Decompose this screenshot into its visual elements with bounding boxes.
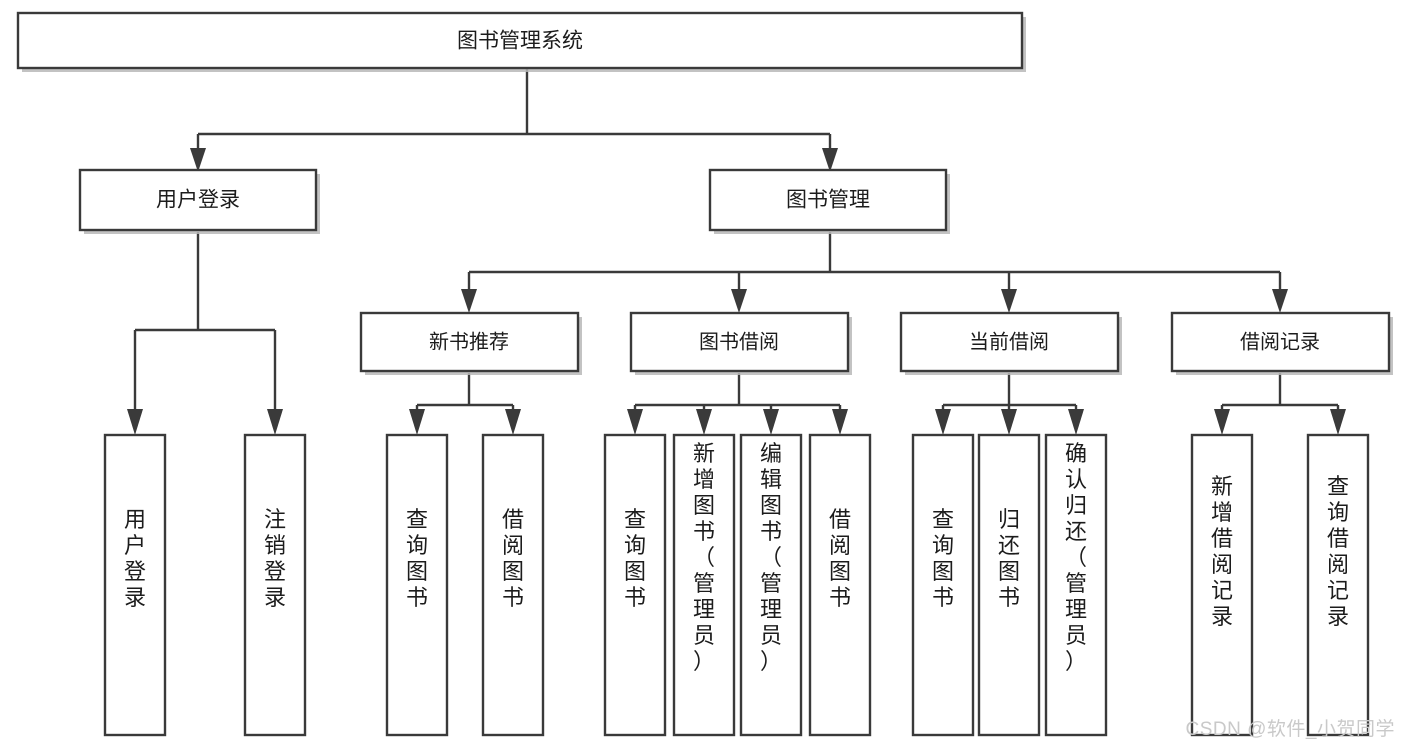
leaf-user-login-1-box <box>103 433 167 737</box>
leaf-current-borrow-3[interactable]: 确认归还（管理员） <box>1044 433 1108 737</box>
arrow-head-l3-3 <box>1001 289 1017 313</box>
leaf-user-login-2[interactable]: 注销登录 <box>243 433 307 737</box>
leaf-current-borrow-2[interactable]: 归还图书 <box>977 433 1041 737</box>
leaf-current-borrow-1-label: 查询图书 <box>932 507 954 610</box>
node-user-login-label: 用户登录 <box>156 189 240 212</box>
arrow-head-leaf-bookborrow-4 <box>832 409 848 435</box>
arrow-head-leaf-currentborrow-1 <box>935 409 951 435</box>
node-book-management-label: 图书管理 <box>786 189 870 212</box>
csdn-watermark: CSDN @软件_小贺同学 <box>1185 719 1395 740</box>
node-book-management-box <box>708 168 948 232</box>
arrow-head-leaf-userlogin-1 <box>127 409 143 435</box>
node-borrow-record-label: 借阅记录 <box>1240 330 1320 353</box>
leaf-current-borrow-2-label: 归还图书 <box>998 507 1020 610</box>
arrow-head-l3-2 <box>731 289 747 313</box>
leaf-borrow-record-2-box <box>1306 433 1370 737</box>
leaf-current-borrow-3-box <box>1044 433 1108 737</box>
node-current-borrow-box <box>899 311 1120 373</box>
leaf-new-book-2[interactable]: 借阅图书 <box>481 433 545 737</box>
arrow-head-l3-4 <box>1272 289 1288 313</box>
leaf-borrow-record-1-label: 新增借阅记录 <box>1211 474 1233 629</box>
leaf-book-borrow-2[interactable]: 新增图书（管理员） <box>672 433 736 737</box>
arrow-head-leaf-bookborrow-3 <box>763 409 779 435</box>
leaf-new-book-2-box <box>481 433 545 737</box>
arrow-head-leaf-newbook-2 <box>505 409 521 435</box>
arrow-head-l2-2 <box>822 148 838 172</box>
arrow-head-leaf-userlogin-2 <box>267 409 283 435</box>
leaf-book-borrow-1[interactable]: 查询图书 <box>603 433 667 737</box>
node-user-login-box <box>78 168 318 232</box>
node-root[interactable]: 图书管理系统 <box>16 11 1026 72</box>
leaf-book-borrow-3-label: 编辑图书（管理员） <box>760 441 782 674</box>
arrow-head-leaf-bookborrow-2 <box>696 409 712 435</box>
node-new-book-recommend-label: 新书推荐 <box>429 330 509 353</box>
leaf-borrow-record-2-label: 查询借阅记录 <box>1327 474 1349 629</box>
node-new-book-recommend-box <box>359 311 580 373</box>
leaf-user-login-2-box <box>243 433 307 737</box>
node-book-borrow-box <box>629 311 850 373</box>
arrow-head-leaf-newbook-1 <box>409 409 425 435</box>
leaf-new-book-1-box <box>385 433 449 737</box>
leaf-book-borrow-2-label: 新增图书（管理员） <box>693 441 715 674</box>
leaf-user-login-2-label: 注销登录 <box>264 507 286 610</box>
arrow-head-leaf-borrowrecord-2 <box>1330 409 1346 435</box>
leaf-new-book-2-label: 借阅图书 <box>502 507 524 610</box>
node-borrow-record[interactable]: 借阅记录 <box>1170 311 1393 375</box>
leaf-new-book-1[interactable]: 查询图书 <box>385 433 449 737</box>
node-user-login[interactable]: 用户登录 <box>78 168 320 234</box>
arrow-head-leaf-bookborrow-1 <box>627 409 643 435</box>
node-root-box <box>16 11 1024 70</box>
leaf-current-borrow-1[interactable]: 查询图书 <box>911 433 975 737</box>
leaf-book-borrow-2-box <box>672 433 736 737</box>
leaf-book-borrow-4-label: 借阅图书 <box>829 507 851 610</box>
arrow-head-l3-1 <box>461 289 477 313</box>
node-book-borrow-label: 图书借阅 <box>699 330 779 353</box>
node-new-book-recommend[interactable]: 新书推荐 <box>359 311 582 375</box>
node-current-borrow-label: 当前借阅 <box>969 330 1049 353</box>
node-book-borrow[interactable]: 图书借阅 <box>629 311 852 375</box>
node-borrow-record-box <box>1170 311 1391 373</box>
arrow-head-l2-1 <box>190 148 206 172</box>
connector-layer <box>127 68 1346 435</box>
leaf-current-borrow-1-box <box>911 433 975 737</box>
arrow-head-leaf-borrowrecord-1 <box>1214 409 1230 435</box>
leaf-book-borrow-4[interactable]: 借阅图书 <box>808 433 872 737</box>
leaf-book-borrow-3-box <box>739 433 803 737</box>
node-root-label: 图书管理系统 <box>457 30 583 53</box>
node-book-management[interactable]: 图书管理 <box>708 168 950 234</box>
leaf-book-borrow-4-box <box>808 433 872 737</box>
leaf-book-borrow-1-label: 查询图书 <box>624 507 646 610</box>
leaf-book-borrow-1-box <box>603 433 667 737</box>
node-current-borrow[interactable]: 当前借阅 <box>899 311 1122 375</box>
leaf-book-borrow-3[interactable]: 编辑图书（管理员） <box>739 433 803 737</box>
arrow-head-leaf-currentborrow-3 <box>1068 409 1084 435</box>
leaf-borrow-record-1[interactable]: 新增借阅记录 <box>1190 433 1254 737</box>
leaf-new-book-1-label: 查询图书 <box>406 507 428 610</box>
leaf-current-borrow-3-label: 确认归还（管理员） <box>1065 441 1087 674</box>
leaf-current-borrow-2-box <box>977 433 1041 737</box>
leaf-user-login-1[interactable]: 用户登录 <box>103 433 167 737</box>
arrow-head-leaf-currentborrow-2 <box>1001 409 1017 435</box>
leaf-user-login-1-label: 用户登录 <box>124 507 146 610</box>
leaf-borrow-record-2[interactable]: 查询借阅记录 <box>1306 433 1370 737</box>
leaf-borrow-record-1-box <box>1190 433 1254 737</box>
